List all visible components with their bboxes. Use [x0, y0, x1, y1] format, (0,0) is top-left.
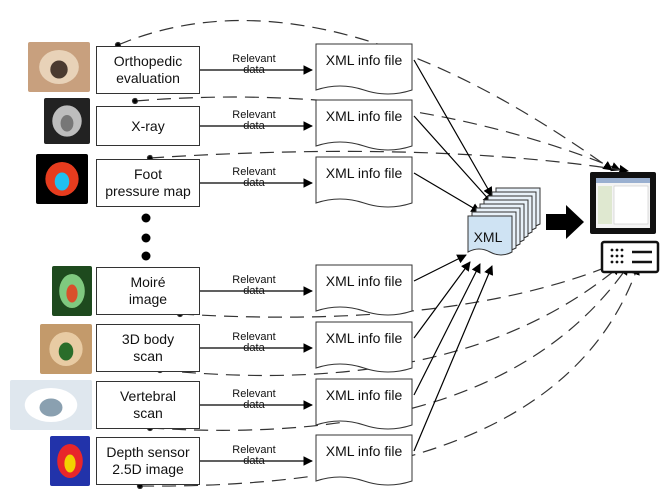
feedback-arc	[149, 150, 629, 175]
file-to-xml-arrow	[413, 261, 471, 339]
source-box: 3D body scan	[96, 324, 200, 372]
ellipsis-dot	[141, 251, 151, 261]
case-vent-dot	[615, 254, 619, 258]
case-vent-dot	[610, 254, 614, 258]
window-content	[613, 185, 649, 225]
source-box: Moiré image	[96, 267, 200, 315]
relevant-data-label: Relevant data	[232, 166, 276, 189]
case-vent-dot	[620, 248, 624, 252]
xml-info-file-shape	[315, 43, 413, 95]
case-vent-dot	[620, 254, 624, 258]
file-to-xml-arrow	[413, 59, 493, 197]
feedback-arc	[149, 265, 629, 431]
xml-info-files	[315, 43, 413, 486]
case-vent-dot	[610, 260, 614, 264]
file-to-xml-arrow	[413, 172, 481, 213]
source-thumbnails	[10, 42, 92, 486]
big-arrow-shape	[546, 205, 584, 239]
xml-info-file-label: XML info file	[325, 273, 403, 289]
feedback-arc	[179, 263, 613, 318]
xml-info-file-shape	[315, 264, 413, 316]
window-sidebar	[598, 186, 612, 224]
orthopedic-evaluation-photo	[28, 42, 90, 92]
xml-info-file-shape	[315, 321, 413, 373]
ellipsis-dot	[141, 213, 151, 223]
source-box: Orthopedic evaluation	[96, 46, 200, 94]
xml-info-file-label: XML info file	[325, 52, 403, 68]
relevant-data-label: Relevant data	[232, 53, 276, 76]
file-to-xml-arrow	[413, 254, 467, 282]
feedback-arc	[117, 19, 613, 171]
relevant-data-label: Relevant data	[232, 109, 276, 132]
case-vent-dot	[615, 248, 619, 252]
depth-sensor-image	[50, 436, 90, 486]
source-box: Depth sensor 2.5D image	[96, 437, 200, 485]
data-flow-arrows	[198, 59, 494, 466]
feedback-arc	[159, 265, 621, 377]
relevant-data-label: Relevant data	[232, 274, 276, 297]
xml-file-sheet	[467, 215, 513, 256]
relevant-data-label: Relevant data	[232, 444, 276, 467]
xray-image	[44, 98, 90, 144]
file-to-xml-arrow	[413, 263, 481, 396]
vertebral-scanner-photo	[10, 380, 92, 430]
body-scan-image	[40, 324, 92, 374]
file-to-xml-arrow	[413, 115, 493, 204]
arc-anchor-dot	[131, 97, 139, 105]
xml-info-file-shape	[315, 156, 413, 208]
xml-info-file-label: XML info file	[325, 108, 403, 124]
relevant-data-label: Relevant data	[232, 331, 276, 354]
xml-info-file-label: XML info file	[325, 330, 403, 346]
xml-file-stack	[467, 187, 541, 256]
big-arrow-icon	[546, 205, 584, 239]
file-to-xml-arrow	[413, 265, 494, 452]
ellipsis-dots	[141, 213, 151, 261]
moire-image	[52, 266, 92, 316]
xml-info-file-label: XML info file	[325, 165, 403, 181]
feedback-arc	[139, 265, 640, 487]
xml-info-file-label: XML info file	[325, 387, 403, 403]
desktop-computer-icon	[590, 172, 660, 274]
source-box: Foot pressure map	[96, 159, 200, 207]
source-box: Vertebral scan	[96, 381, 200, 429]
xml-info-file-label: XML info file	[325, 443, 403, 459]
foot-pressure-image	[36, 154, 88, 204]
ellipsis-dot	[141, 233, 151, 243]
xml-info-file-shape	[315, 378, 413, 430]
xml-info-file-shape	[315, 434, 413, 486]
relevant-data-label: Relevant data	[232, 388, 276, 411]
computer-case	[600, 240, 660, 274]
case-vent-dot	[620, 260, 624, 264]
source-box: X-ray	[96, 106, 200, 146]
xml-stack-label: XML	[473, 229, 503, 245]
window-titlebar	[596, 178, 650, 183]
xml-info-file-shape	[315, 99, 413, 151]
case-vent-dot	[615, 260, 619, 264]
case-vent-dot	[610, 248, 614, 252]
